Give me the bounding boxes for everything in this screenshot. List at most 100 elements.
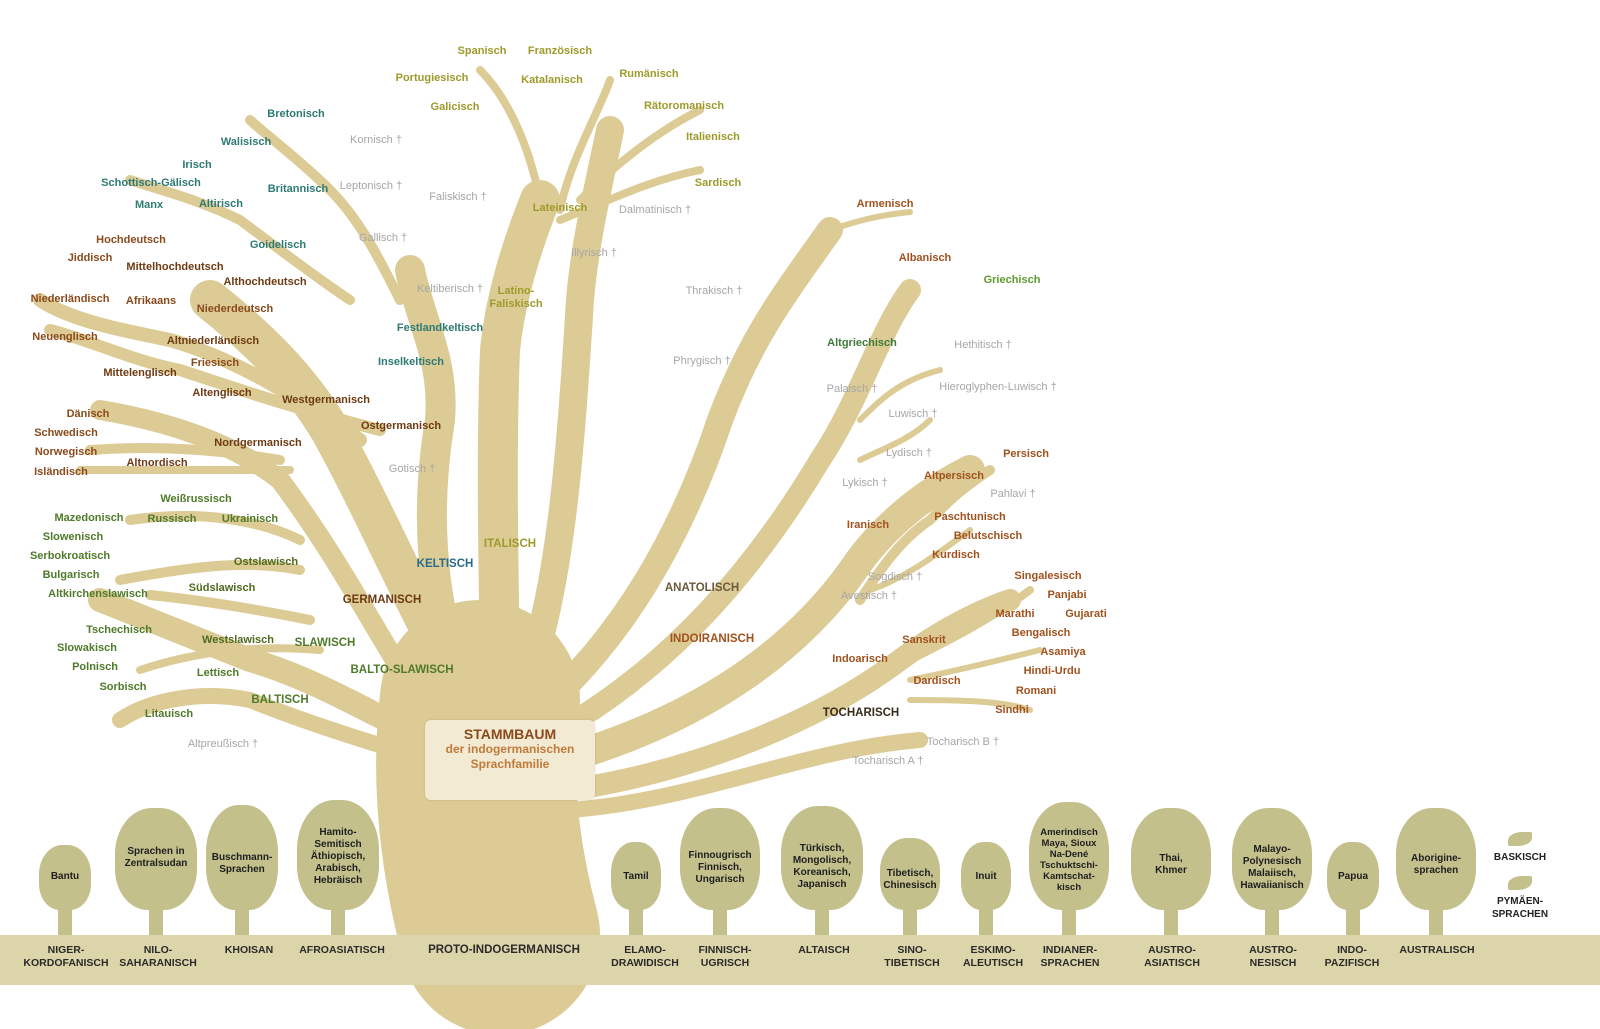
- bush-stem: [1265, 900, 1279, 935]
- label-slowakisch: Slowakisch: [57, 642, 117, 654]
- bush-label-inuit: Inuit: [975, 871, 997, 882]
- leaf-pygmaeen-icon: [1508, 876, 1532, 890]
- label-altirisch: Altirisch: [198, 198, 244, 210]
- label-suedslawisch: Südslawisch: [188, 582, 256, 594]
- label-faliskisch: Faliskisch †: [429, 191, 487, 203]
- family-eskimo-aleutisch: ESKIMO- ALEUTISCH: [962, 944, 1024, 969]
- label-raetoromanisch: Rätoromanisch: [643, 100, 725, 112]
- label-lateinisch: Lateinisch: [532, 202, 588, 214]
- label-avestisch: Avestisch †: [840, 590, 898, 602]
- label-slawisch: SLAWISCH: [294, 637, 356, 649]
- label-manx: Manx: [134, 199, 164, 211]
- label-persisch: Persisch: [1003, 448, 1049, 460]
- family-elamo-drawidisch: ELAMO- DRAWIDISCH: [611, 944, 679, 969]
- bush-label-papua: Papua: [1337, 871, 1369, 882]
- label-altnordisch: Altnordisch: [126, 457, 188, 469]
- family-indo-pazifisch: INDO- PAZIFISCH: [1324, 944, 1380, 969]
- label-mittelhochdeutsch: Mittelhochdeutsch: [126, 261, 224, 273]
- family-proto-indogermanisch: PROTO-INDOGERMANISCH: [428, 944, 580, 956]
- label-tocharisch-a: Tocharisch A †: [852, 755, 924, 767]
- bush-aborigine: [1396, 808, 1476, 910]
- family-australisch: AUSTRALISCH: [1399, 944, 1475, 956]
- label-litauisch: Litauisch: [144, 708, 194, 720]
- label-slowenisch: Slowenisch: [42, 531, 104, 543]
- label-iranisch: Iranisch: [846, 519, 890, 531]
- label-palaisch: Palaisch †: [826, 383, 878, 395]
- label-kornisch: Kornisch †: [350, 134, 402, 146]
- label-neuenglisch: Neuenglisch: [32, 331, 98, 343]
- label-bretonisch: Bretonisch: [267, 108, 325, 120]
- label-niederlaendisch: Niederländisch: [30, 293, 110, 305]
- label-tocharisch: TOCHARISCH: [822, 707, 900, 719]
- label-goidelisch: Goidelisch: [249, 239, 307, 251]
- label-indoarisch: Indoarisch: [832, 653, 888, 665]
- label-bengalisch: Bengalisch: [1011, 627, 1071, 639]
- family-altaisch: ALTAISCH: [798, 944, 850, 956]
- family-khoisan: KHOISAN: [224, 944, 274, 956]
- label-mittelenglisch: Mittelenglisch: [103, 367, 177, 379]
- label-kurdisch: Kurdisch: [932, 549, 980, 561]
- bush-austronesisch: [1232, 808, 1312, 910]
- label-inselkeltisch: Inselkeltisch: [377, 356, 445, 368]
- bush-label-finnougrisch: Finnougrisch Finnisch, Ungarisch: [688, 850, 752, 885]
- label-belutschisch: Belutschisch: [953, 530, 1023, 542]
- label-keltisch: KELTISCH: [416, 558, 474, 570]
- label-anatolisch: ANATOLISCH: [664, 582, 740, 594]
- bush-label-sino-tibetisch: Tibetisch, Chinesisch: [883, 868, 937, 891]
- family-finnisch-ugrisch: FINNISCH- UGRISCH: [698, 944, 752, 969]
- label-hethitisch: Hethitisch †: [954, 339, 1012, 351]
- title-line-1: STAMMBAUM: [463, 726, 557, 742]
- title-box: STAMMBAUM der indogermanischen Sprachfam…: [425, 720, 595, 800]
- label-altpreussisch: Altpreußisch †: [187, 738, 259, 750]
- label-franzoesisch: Französisch: [527, 45, 593, 57]
- bush-label-buschmann: Buschmann- Sprachen: [211, 852, 273, 875]
- bush-label-hamito-semitisch: Hamito- Semitisch Äthiopisch, Arabisch, …: [310, 827, 366, 886]
- label-altniederlaendisch: Altniederländisch: [166, 335, 260, 347]
- bush-stem: [1429, 900, 1443, 935]
- label-griechisch: Griechisch: [983, 274, 1041, 286]
- label-pahlavi: Pahlavi †: [990, 488, 1036, 500]
- label-thrakisch: Thrakisch †: [685, 285, 743, 297]
- label-altenglisch: Altenglisch: [192, 387, 252, 399]
- bush-papua: [1327, 842, 1379, 910]
- title-line-2: der indogermanischen: [445, 742, 575, 756]
- bush-stem: [815, 900, 829, 935]
- label-luwisch: Luwisch †: [888, 408, 938, 420]
- label-ostslawisch: Ostslawisch: [233, 556, 299, 568]
- family-sino-tibetisch: SINO- TIBETISCH: [884, 944, 940, 969]
- label-pygmaeen: PYMÄEN- SPRACHEN: [1491, 896, 1549, 920]
- bush-stem: [903, 900, 917, 935]
- label-gallisch: Gallisch †: [358, 232, 408, 244]
- label-westslawisch: Westslawisch: [202, 634, 274, 646]
- bush-stem: [979, 900, 993, 935]
- label-lydisch: Lydisch †: [885, 447, 933, 459]
- leaf-baskisch-icon: [1508, 832, 1532, 846]
- label-italienisch: Italienisch: [686, 131, 740, 143]
- bush-hamito-semitisch: [297, 800, 379, 910]
- label-islaendisch: Isländisch: [34, 466, 88, 478]
- label-katalanisch: Katalanisch: [521, 74, 583, 86]
- label-marathi: Marathi: [995, 608, 1035, 620]
- label-friesisch: Friesisch: [190, 357, 240, 369]
- label-paschtunisch: Paschtunisch: [934, 511, 1006, 523]
- label-armenisch: Armenisch: [856, 198, 914, 210]
- ground-band: [0, 935, 1600, 985]
- bush-stem: [58, 900, 72, 935]
- label-polnisch: Polnisch: [72, 661, 118, 673]
- label-russisch: Russisch: [147, 513, 197, 525]
- label-spanisch: Spanisch: [457, 45, 507, 57]
- bush-bantu: [39, 845, 91, 910]
- label-rumaenisch: Rumänisch: [619, 68, 679, 80]
- bush-label-indianersprachen: Amerindisch Maya, Sioux Na-Dené Tschukts…: [1040, 827, 1098, 893]
- bush-stem: [1164, 900, 1178, 935]
- label-gotisch: Gotisch †: [388, 463, 436, 475]
- bush-stem: [629, 900, 643, 935]
- label-altkirchenslawisch: Altkirchenslawisch: [48, 588, 148, 600]
- label-schwedisch: Schwedisch: [34, 427, 98, 439]
- label-sindhi: Sindhi: [995, 704, 1029, 716]
- bush-indianersprachen: [1029, 802, 1109, 910]
- label-latino-faliskisch: Latino- Faliskisch: [489, 285, 543, 310]
- label-italisch: ITALISCH: [483, 538, 537, 550]
- label-nordgermanisch: Nordgermanisch: [214, 437, 302, 449]
- bush-finnougrisch: [680, 808, 760, 910]
